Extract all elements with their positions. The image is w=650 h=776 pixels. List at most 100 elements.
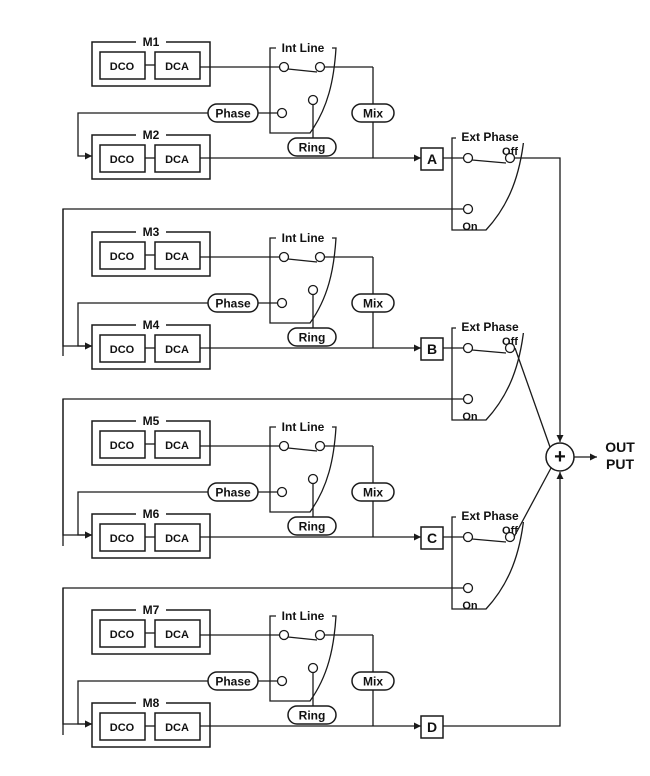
int-line-blade-2: [287, 447, 318, 452]
module-bottom-0-dca-label: DCA: [165, 154, 189, 166]
ext-phase-label-bg-0: [456, 131, 526, 143]
module-bottom-0-dco-label: DCO: [110, 154, 135, 166]
module-top-2-dca-box: [154, 430, 201, 459]
phase-contact-0: [276, 107, 288, 119]
module-bottom-2-label: M6: [143, 507, 160, 521]
module-top-2-label: M5: [143, 414, 160, 428]
output-label-1: OUT: [605, 439, 635, 455]
module-bottom-3-dco-label: DCO: [110, 722, 135, 734]
module-bottom-2-dca-label: DCA: [165, 533, 189, 545]
module-bottom-0-label: M2: [143, 128, 160, 142]
ring-3-pill: [287, 705, 337, 725]
phase-2-label: Phase: [215, 486, 251, 500]
ring-0-pill: [287, 137, 337, 157]
module-top-2-label-bg: [136, 416, 166, 426]
ext-phase-label-bg-2: [456, 510, 526, 522]
int-line-blade-0: [287, 68, 318, 73]
mix-0-label: Mix: [363, 107, 383, 121]
module-top-3-label: M7: [143, 603, 160, 617]
mix-0-pill: [351, 103, 395, 123]
ext-off-contact-0: [504, 152, 516, 164]
module-top-3-dco-box: [99, 619, 146, 648]
module-top-0-dca-label: DCA: [165, 61, 189, 73]
module-top-1-dco-box: [99, 241, 146, 270]
ring-contact-2: [307, 473, 319, 485]
ring-contact-0: [307, 94, 319, 106]
int-line-blade-1: [287, 258, 318, 263]
summing-plus: +: [554, 446, 566, 468]
module-bottom-1-dco-box: [99, 334, 146, 363]
ext-on-contact-0: [462, 203, 474, 215]
phase-feedback-arrow-3: [85, 720, 92, 728]
module-top-1-dco-label: DCO: [110, 251, 135, 263]
module-top-1-label-bg: [136, 227, 166, 237]
module-bottom-1-dca-box: [154, 334, 201, 363]
ring-1-label: Ring: [299, 331, 326, 345]
int-line-switch-0: [269, 47, 337, 134]
module-top-0-label-bg: [136, 37, 166, 47]
module-top-2-dco-label: DCO: [110, 440, 135, 452]
module-bottom-3-dca-box: [154, 712, 201, 741]
ext-phase-label-1: Ext Phase: [461, 320, 519, 334]
module-top-2-dca-label: DCA: [165, 440, 189, 452]
phase-contact-2: [276, 486, 288, 498]
ext-input-contact-0: [462, 152, 474, 164]
ring-0-label: Ring: [299, 141, 326, 155]
ext-phase-switch-0: [451, 137, 525, 231]
mix-3-pill: [351, 671, 395, 691]
int-line-label-2: Int Line: [282, 420, 325, 434]
sum-input-arrow-3: [556, 472, 564, 479]
int-line-switch-3: [269, 615, 337, 702]
out-wire-2: [513, 467, 552, 538]
int-line-blade-3: [287, 636, 318, 641]
module-bottom-3-dca-label: DCA: [165, 722, 189, 734]
int-line-left-contact-0: [278, 61, 290, 73]
channel-input-arrow-1: [414, 344, 421, 352]
mix-1-pill: [351, 293, 395, 313]
ext-blade-0: [471, 159, 507, 164]
module-bottom-3-label: M8: [143, 696, 160, 710]
ext-off-contact-2: [504, 531, 516, 543]
int-line-label-bg-2: [276, 421, 332, 433]
int-line-right-contact-0: [314, 61, 326, 73]
phase-feedback-arrow-1: [85, 342, 92, 350]
module-bottom-2-dco-label: DCO: [110, 533, 135, 545]
channel-input-arrow-2: [414, 533, 421, 541]
module-top-0-label: M1: [143, 35, 160, 49]
module-top-1-dca-label: DCA: [165, 251, 189, 263]
ext-on-label-1: On: [462, 411, 478, 423]
ext-blade-2: [471, 538, 507, 543]
ext-phase-switch-2: [451, 516, 525, 610]
ext-on-label-2: On: [462, 600, 478, 612]
module-top-1-label: M3: [143, 225, 160, 239]
int-line-label-3: Int Line: [282, 609, 325, 623]
channel-label-2: C: [427, 530, 437, 546]
module-top-3-dca-box: [154, 619, 201, 648]
sum-input-arrow-0: [556, 435, 564, 442]
ext-off-contact-1: [504, 342, 516, 354]
ext-phase-switch-1: [451, 327, 525, 421]
channel-label-1: B: [427, 341, 437, 357]
module-top-0-dca-box: [154, 51, 201, 80]
int-line-label-0: Int Line: [282, 41, 325, 55]
ext-phase-label-bg-1: [456, 321, 526, 333]
out-wire-1: [514, 347, 551, 448]
mix-1-label: Mix: [363, 297, 383, 311]
phase-3-label: Phase: [215, 675, 251, 689]
mix-3-label: Mix: [363, 675, 383, 689]
module-bottom-0-dca-box: [154, 144, 201, 173]
module-bottom-0-dco-box: [99, 144, 146, 173]
int-line-right-contact-3: [314, 629, 326, 641]
module-bottom-1-label-bg: [136, 320, 166, 330]
ring-contact-1: [307, 284, 319, 296]
int-line-label-bg-0: [276, 42, 332, 54]
module-top-0-dco-label: DCO: [110, 61, 135, 73]
ext-on-contact-1: [462, 393, 474, 405]
module-bottom-1-label: M4: [143, 318, 160, 332]
ring-1-pill: [287, 327, 337, 347]
channel-box-1: [420, 337, 444, 361]
channel-label-3: D: [427, 719, 437, 735]
ring-2-pill: [287, 516, 337, 536]
int-line-left-contact-2: [278, 440, 290, 452]
int-line-label-1: Int Line: [282, 231, 325, 245]
